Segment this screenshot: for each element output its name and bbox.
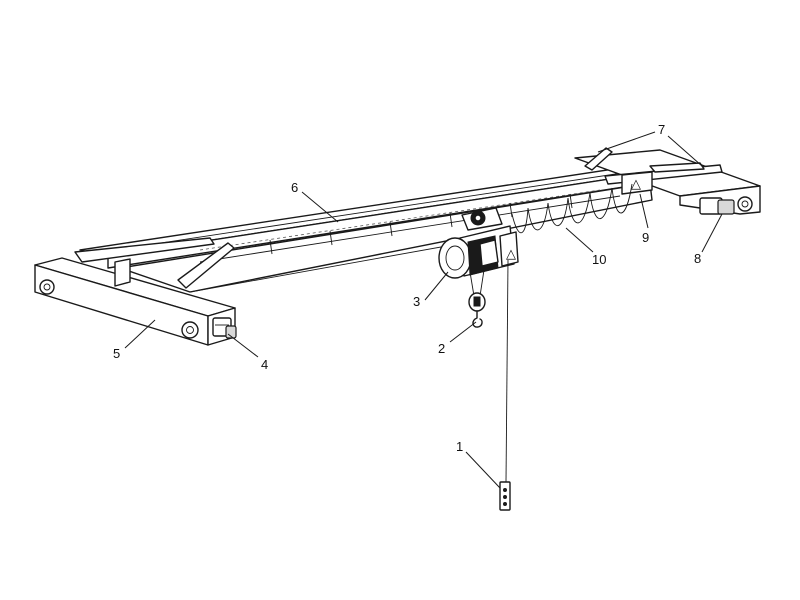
leader-2 <box>449 321 477 343</box>
leader-lines <box>124 131 723 489</box>
callout-6: 6 <box>291 180 298 195</box>
left-wheel-front <box>39 279 55 295</box>
leader-3 <box>424 271 449 301</box>
leader-1 <box>465 451 501 489</box>
warning-icon: △ <box>631 176 641 191</box>
left-drive-motor <box>212 317 237 339</box>
pendant-control <box>499 259 511 511</box>
festoon-cable <box>511 183 633 234</box>
callout-1: 1 <box>456 439 463 454</box>
callout-10: 10 <box>592 252 606 267</box>
callout-3: 3 <box>413 294 420 309</box>
left-wheel-rear <box>181 321 199 339</box>
hook-block <box>468 269 486 328</box>
leader-7a <box>597 131 656 153</box>
control-box: △ <box>621 171 653 195</box>
callout-7: 7 <box>658 122 665 137</box>
callout-9: 9 <box>642 230 649 245</box>
callout-8: 8 <box>694 251 701 266</box>
callout-4: 4 <box>261 357 268 372</box>
callout-2: 2 <box>438 341 445 356</box>
leader-6 <box>301 191 339 223</box>
main-girder <box>79 164 669 293</box>
leader-9 <box>639 193 649 229</box>
leader-5 <box>124 319 156 349</box>
callout-numbers: 1 2 3 4 5 6 7 8 9 10 <box>113 122 701 454</box>
leader-10 <box>565 227 594 253</box>
callout-5: 5 <box>113 346 120 361</box>
right-end-carriage: △ <box>574 147 761 215</box>
leader-8 <box>701 213 723 253</box>
hoist-warning-icon: △ <box>506 246 516 261</box>
right-drive-motor <box>699 196 753 215</box>
left-end-carriage <box>34 237 237 346</box>
leader-4 <box>227 333 259 358</box>
leader-7b <box>667 135 703 167</box>
electric-hoist: △ <box>438 207 519 279</box>
